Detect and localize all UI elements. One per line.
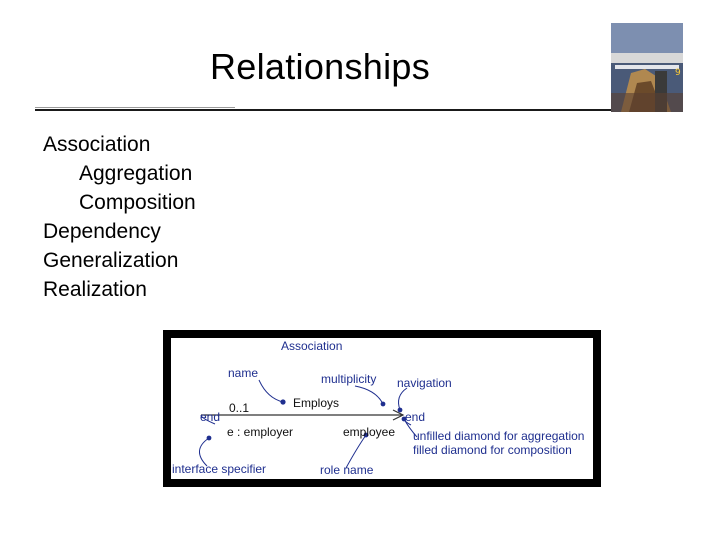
- bullet-association: Association: [43, 133, 151, 156]
- bullet-generalization: Generalization: [43, 249, 179, 272]
- bullet-list: Association Aggregation Composition Depe…: [43, 130, 196, 304]
- role-leader: [345, 434, 367, 469]
- diagram-heading: Association: [281, 339, 343, 353]
- interface-leader: [199, 437, 210, 467]
- aggregation-note: unfilled diamond for aggregation: [413, 429, 585, 443]
- bullet-aggregation: Aggregation: [79, 162, 193, 185]
- end-right-label: end: [405, 410, 426, 424]
- diamond-leader: [403, 418, 418, 438]
- slide-title: Relationships: [209, 46, 431, 87]
- end-left-label: end: [200, 410, 221, 424]
- diagram-lines: [199, 379, 418, 469]
- bullet-composition: Composition: [79, 191, 196, 214]
- book-cover-image: 9: [611, 23, 683, 112]
- role-name-label: role name: [320, 463, 374, 477]
- end-left-leader: [200, 414, 216, 425]
- role-left-label: e : employer: [227, 425, 294, 439]
- navigation-label: navigation: [397, 376, 452, 390]
- multiplicity-value: 0..1: [229, 401, 250, 415]
- bullet-realization: Realization: [43, 278, 147, 301]
- diagram-canvas: Association name multiplicity navigation…: [171, 338, 593, 479]
- svg-text:9: 9: [675, 68, 681, 78]
- composition-note: filled diamond for composition: [413, 443, 572, 457]
- navigation-leader: [398, 387, 408, 411]
- multiplicity-label: multiplicity: [321, 372, 377, 386]
- bullet-dependency: Dependency: [43, 220, 161, 243]
- interface-specifier-label: interface specifier: [172, 462, 267, 476]
- association-name: Employs: [293, 396, 340, 410]
- name-label: name: [228, 366, 259, 380]
- name-leader: [258, 379, 284, 403]
- multiplicity-leader: [354, 385, 384, 405]
- role-right-label: employee: [343, 425, 396, 439]
- name-dot: [280, 399, 286, 405]
- navigation-dot: [397, 407, 403, 413]
- association-diagram: Association name multiplicity navigation…: [163, 330, 601, 487]
- title-rule-light: [35, 107, 235, 108]
- navigation-arrowhead: [392, 409, 405, 421]
- title-rule: [35, 109, 611, 111]
